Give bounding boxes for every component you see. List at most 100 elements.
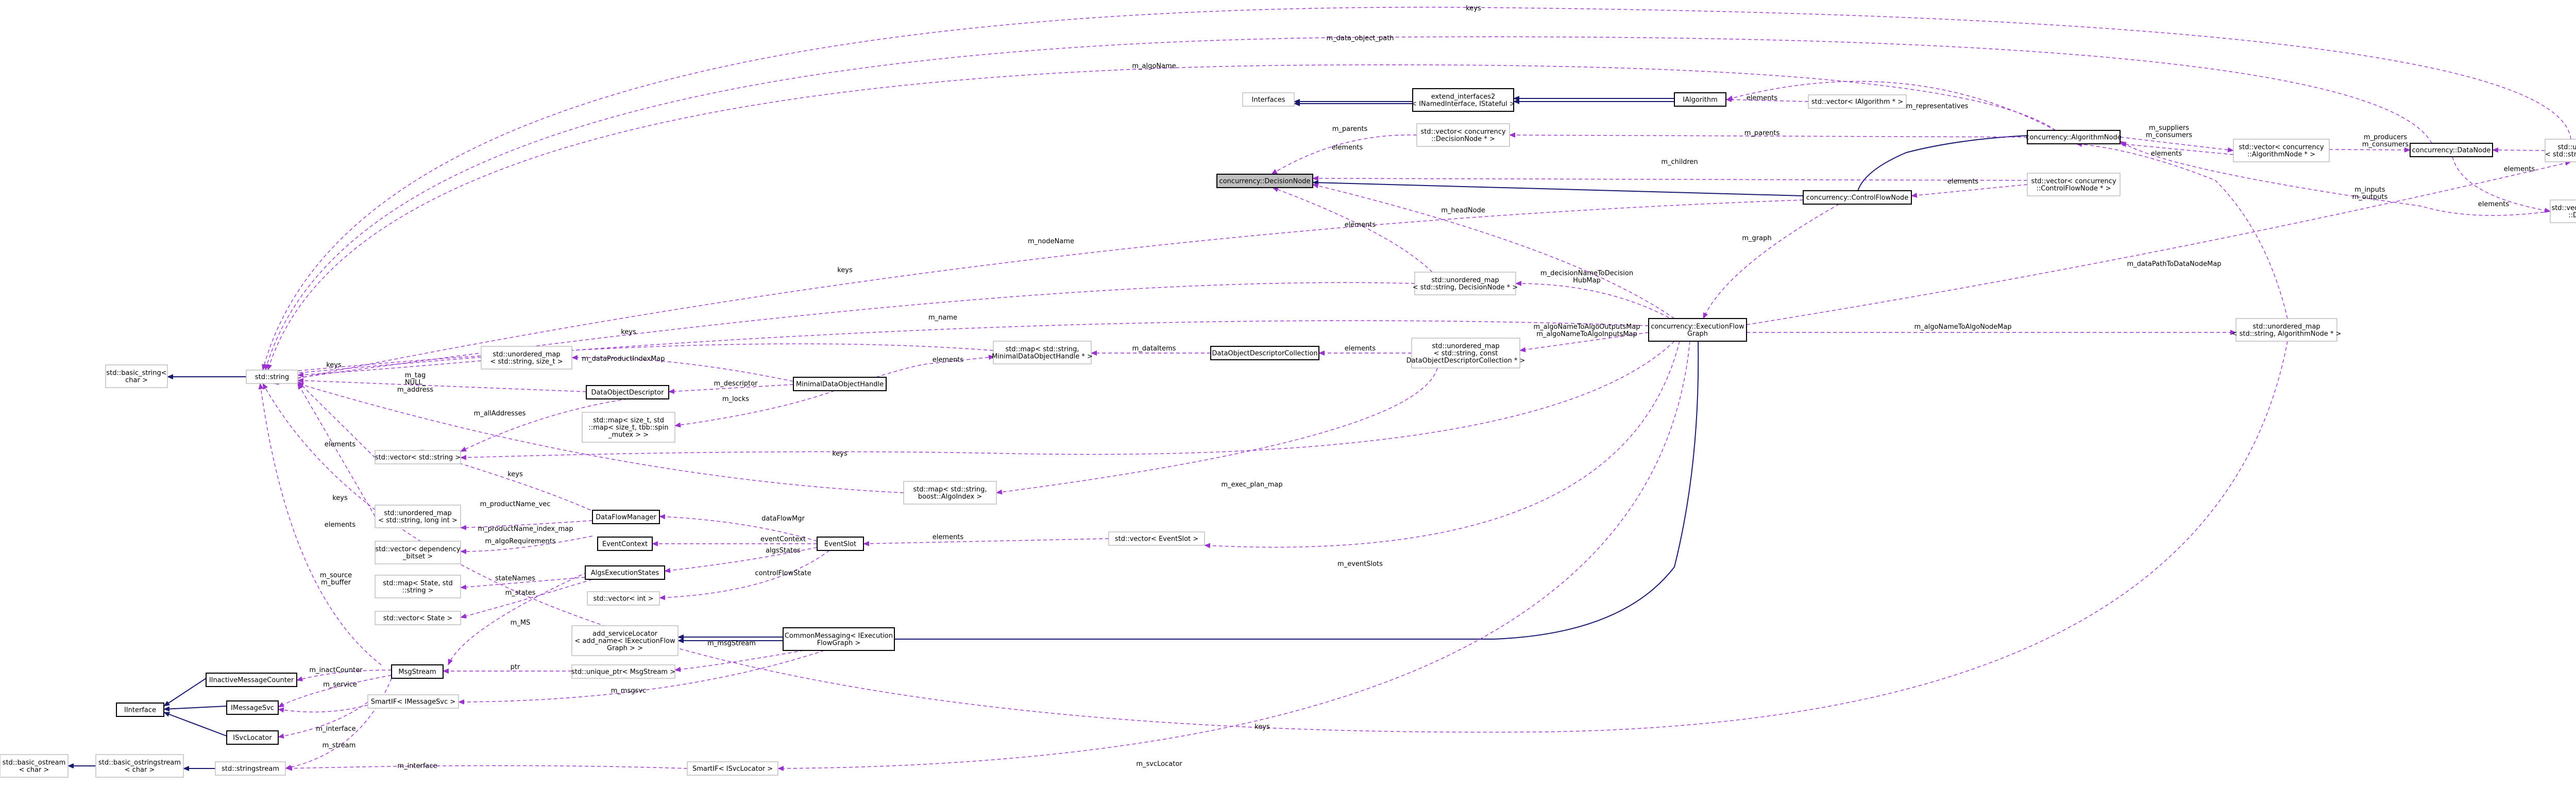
node-label: std::basic_ostream: [3, 759, 66, 767]
node-algs-execution-states[interactable]: AlgsExecutionStates: [585, 565, 665, 580]
node-vec-string[interactable]: std::vector< std::string >: [375, 450, 461, 464]
edge-label-m-name: m_name: [928, 314, 957, 322]
node-basic-ostream[interactable]: std::basic_ostream< char >: [0, 754, 69, 778]
node-umap-size-t[interactable]: std::unordered_map< std::string, size_t …: [481, 346, 572, 370]
node-map-state[interactable]: std::map< State, std::string >: [375, 575, 461, 598]
node-map-object-handle[interactable]: std::map< std::string,MinimalDataObjectH…: [992, 341, 1093, 364]
node-control-flow-node[interactable]: concurrency::ControlFlowNode: [1803, 190, 1912, 205]
edge-label-keys-moh: keys: [621, 328, 636, 336]
usage-edge: [1725, 97, 1809, 103]
node-label: std::map< std::string,: [913, 486, 987, 494]
node-add-service-locator[interactable]: add_serviceLocator< add_name< IExecution…: [571, 625, 679, 656]
node-label: SmartIF< ISvcLocator >: [692, 765, 773, 773]
edge-label-m-all-addresses: m_allAddresses: [474, 410, 526, 417]
node-label: FlowGraph >: [817, 640, 861, 647]
node-vec-algorithm-node[interactable]: std::vector< concurrency::AlgorithmNode …: [2233, 139, 2330, 162]
usage-edge: [460, 520, 593, 530]
node-data-object-descriptor[interactable]: DataObjectDescriptor: [586, 385, 669, 399]
usage-edge: [674, 390, 835, 428]
node-label: _bitset >: [402, 553, 433, 561]
node-algorithm-node[interactable]: concurrency::AlgorithmNode: [2026, 130, 2122, 144]
node-smart-if-isvc-locator[interactable]: SmartIF< ISvcLocator >: [687, 761, 778, 776]
usage-edge: [777, 341, 1690, 771]
edge-label-ptr: ptr: [511, 663, 520, 671]
node-map-algo-index[interactable]: std::map< std::string,boost::AlgoIndex >: [903, 481, 997, 505]
edge-label-m-descriptor: m_descriptor: [714, 380, 758, 388]
edge-label-m-product-name-vec: m_productName_vec: [480, 500, 551, 508]
node-msg-stream[interactable]: MsgStream: [391, 664, 444, 679]
edge-label-m-graph: m_graph: [1742, 235, 1771, 242]
inheritance-edge: [894, 335, 1701, 640]
node-label: concurrency::ControlFlowNode: [1806, 194, 1908, 202]
node-minimal-data-object-handle[interactable]: MinimalDataObjectHandle: [793, 377, 887, 391]
node-vec-event-slot[interactable]: std::vector< EventSlot >: [1108, 531, 1205, 546]
node-iinterface[interactable]: IInterface: [116, 703, 164, 717]
node-map-size-t[interactable]: std::map< size_t, std::map< size_t, tbb:…: [582, 412, 675, 443]
edge-label-elements-vdn: elements: [1332, 144, 1363, 152]
node-isvc-locator[interactable]: ISvcLocator: [226, 730, 279, 745]
node-vec-dependency[interactable]: std::vector< dependency_bitset >: [375, 541, 461, 564]
node-iinactive-message-counter[interactable]: IInactiveMessageCounter: [206, 673, 297, 687]
node-vec-control-flow-node[interactable]: std::vector< concurrency::ControlFlowNod…: [2027, 173, 2121, 196]
node-std-string[interactable]: std::string: [246, 370, 298, 384]
node-unique-ptr[interactable]: std::unique_ptr< MsgStream >: [571, 664, 675, 679]
node-label: std::basic_string<: [106, 370, 166, 377]
node-decision-node[interactable]: concurrency::DecisionNode: [1216, 174, 1313, 188]
node-label: < std::string, const: [1434, 350, 1498, 358]
edge-label-m-data-object-path: m_data_object_path: [1326, 35, 1394, 42]
node-label: std::vector< std::string >: [375, 454, 461, 462]
node-label: ::DataNode * >: [2568, 212, 2576, 220]
node-basic-string[interactable]: std::basic_string<char >: [105, 364, 168, 388]
edge-label-data-flow-mgr: dataFlowMgr: [761, 515, 805, 523]
node-vec-data-node[interactable]: std::vector< concurrency::DataNode * >: [2550, 199, 2576, 223]
node-label: std::vector< EventSlot >: [1115, 536, 1198, 543]
node-smart-if-imessage-svc[interactable]: SmartIF< IMessageSvc >: [367, 694, 459, 709]
usage-edge: [262, 7, 2571, 371]
node-data-object-descriptor-collection[interactable]: DataObjectDescriptorCollection: [1210, 346, 1319, 360]
node-vec-ialgorithm[interactable]: std::vector< IAlgorithm * >: [1808, 94, 1907, 109]
node-event-context[interactable]: EventContext: [597, 537, 653, 551]
usage-edge: [264, 36, 2432, 371]
node-label: std::unordered_map: [384, 510, 451, 517]
node-label: ISvcLocator: [233, 734, 272, 742]
node-umap-decision-node[interactable]: std::unordered_map< std::string, Decisio…: [1413, 272, 1518, 295]
usage-edge: [278, 675, 392, 708]
node-stringstream[interactable]: std::stringstream: [215, 761, 286, 776]
node-vec-decision-node[interactable]: std::vector< concurrency::DecisionNode *…: [1416, 123, 1510, 147]
edge-label-m-ms: m_MS: [511, 619, 531, 627]
usage-edge: [1271, 135, 1417, 175]
node-basic-ostringstream[interactable]: std::basic_ostringstream< char >: [95, 754, 184, 778]
node-label: Interfaces: [1252, 96, 1285, 104]
node-label: IAlgorithm: [1683, 96, 1718, 104]
edge-label-keys-usize: keys: [326, 361, 342, 369]
node-label: std::unordered_map: [2252, 323, 2320, 331]
node-umap-long[interactable]: std::unordered_map< std::string, long in…: [375, 505, 461, 528]
node-event-slot[interactable]: EventSlot: [817, 537, 864, 551]
usage-edge: [448, 572, 588, 665]
node-umap-data-node[interactable]: std::unordered_map< std::string, DataNod…: [2545, 139, 2576, 162]
node-label: IInterface: [124, 707, 156, 714]
node-umap-dodcollection[interactable]: std::unordered_map< std::string, constDa…: [1406, 338, 1526, 369]
node-label: EventSlot: [824, 541, 856, 548]
edge-label-keys-mai: keys: [507, 471, 523, 478]
edge-label-elements-es: elements: [933, 533, 964, 541]
usage-edge: [659, 550, 830, 600]
node-vec-state[interactable]: std::vector< State >: [375, 611, 461, 625]
edge-label-m-data-items: m_dataItems: [1132, 345, 1176, 353]
node-imessage-svc[interactable]: IMessageSvc: [226, 700, 279, 715]
node-label: < std::string, size_t >: [490, 358, 563, 366]
edge-label-m-representatives: m_representatives: [1906, 103, 1969, 110]
node-label: Graph > >: [607, 645, 643, 653]
node-interfaces[interactable]: Interfaces: [1242, 92, 1295, 107]
node-label: DataObjectDescriptorCollection * >: [1406, 357, 1526, 365]
node-vec-int[interactable]: std::vector< int >: [587, 591, 660, 606]
node-data-node[interactable]: concurrency::DataNode: [2410, 143, 2493, 157]
node-extend-interfaces2[interactable]: extend_interfaces2< INamedInterface, ISt…: [1411, 88, 1515, 112]
node-ialgorithm[interactable]: IAlgorithm: [1674, 92, 1726, 107]
node-umap-algorithm-node[interactable]: std::unordered_map< std::string, Algorit…: [2232, 318, 2342, 342]
edge-label-elements-van: elements: [2151, 150, 2182, 158]
node-data-flow-manager[interactable]: DataFlowManager: [592, 510, 660, 524]
